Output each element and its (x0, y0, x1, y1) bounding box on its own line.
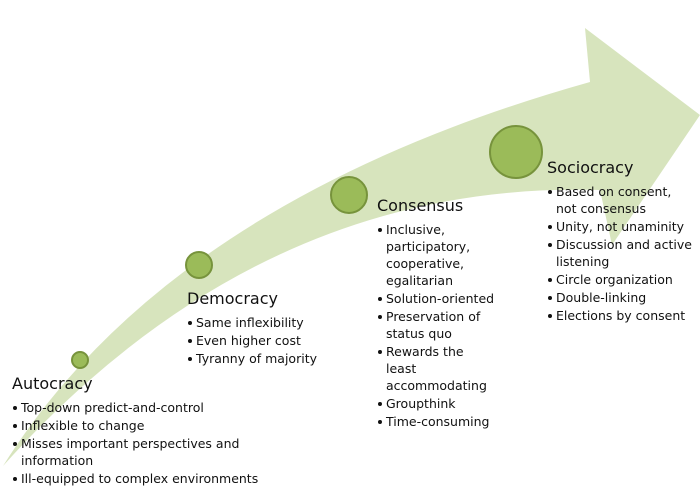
list-item: Double-linking (547, 289, 692, 306)
stage-consensus: Consensus Inclusive, participatory, coop… (377, 196, 497, 431)
stage-title: Democracy (187, 289, 278, 308)
stage-sociocracy: Sociocracy Based on consent, not consens… (547, 158, 692, 325)
stage-items: Top-down predict-and-control Inflexible … (12, 399, 262, 487)
list-item: Same inflexibility (187, 314, 327, 331)
list-item: Time-consuming (377, 413, 497, 430)
stage-title: Autocracy (12, 374, 93, 393)
stage-democracy: Democracy Same inflexibility Even higher… (187, 289, 327, 368)
stage-items: Inclusive, participatory, cooperative, e… (377, 221, 497, 430)
list-item: Preservation of status quo (377, 308, 497, 342)
list-item: Groupthink (377, 395, 497, 412)
list-item: Elections by consent (547, 307, 692, 324)
stage-marker-consensus (330, 176, 368, 214)
list-item: Inflexible to change (12, 417, 262, 434)
stage-autocracy: Autocracy Top-down predict-and-control I… (12, 374, 262, 488)
stage-items: Same inflexibility Even higher cost Tyra… (187, 314, 327, 367)
list-item: Even higher cost (187, 332, 327, 349)
list-item: Rewards the least accommodating (377, 343, 497, 394)
stage-items: Based on consent, not consensus Unity, n… (547, 183, 692, 324)
stage-marker-sociocracy (489, 125, 543, 179)
list-item: Solution-oriented (377, 290, 497, 307)
list-item: Discussion and active listening (547, 236, 692, 270)
list-item: Unity, not unaminity (547, 218, 692, 235)
list-item: Tyranny of majority (187, 350, 327, 367)
list-item: Misses important perspectives and inform… (12, 435, 262, 469)
list-item: Circle organization (547, 271, 692, 288)
stage-title: Sociocracy (547, 158, 634, 177)
stage-title: Consensus (377, 196, 464, 215)
stage-marker-democracy (185, 251, 213, 279)
list-item: Ill-equipped to complex environments (12, 470, 262, 487)
list-item: Based on consent, not consensus (547, 183, 692, 217)
stage-marker-autocracy (71, 351, 89, 369)
list-item: Top-down predict-and-control (12, 399, 262, 416)
list-item: Inclusive, participatory, cooperative, e… (377, 221, 497, 289)
